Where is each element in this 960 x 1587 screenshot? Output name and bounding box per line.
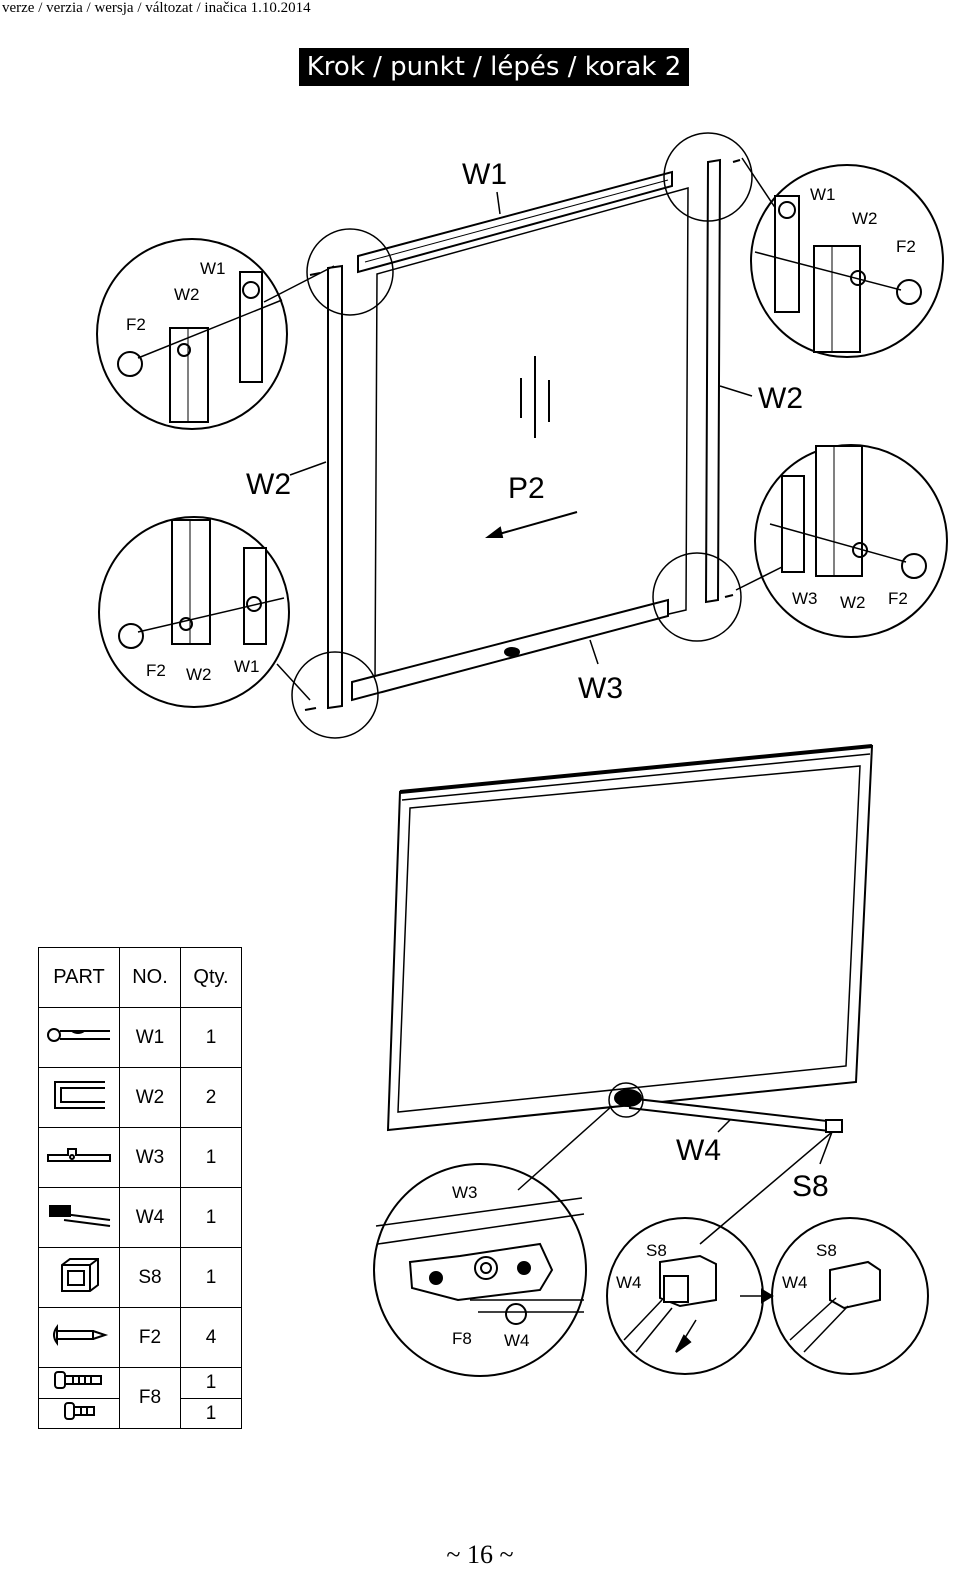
- detail-endcap2-s8: S8: [816, 1241, 837, 1260]
- label-w2-left: W2: [246, 468, 291, 501]
- header-qty: Qty.: [180, 947, 242, 1008]
- part-qty-s8: 1: [180, 1247, 242, 1308]
- right-upright-w2: [704, 158, 722, 604]
- part-qty-w4: 1: [180, 1187, 242, 1248]
- part-no-w3: W3: [119, 1127, 181, 1188]
- table-row: W3 1: [38, 1127, 242, 1188]
- part-no-f8: F8: [119, 1367, 181, 1429]
- part-qty-w2: 2: [180, 1067, 242, 1128]
- detail-tr-w2: W2: [852, 209, 878, 228]
- part-qty-f2: 4: [180, 1307, 242, 1368]
- detail-br-w3: W3: [792, 589, 818, 608]
- detail-bracket-f8: F8: [452, 1329, 472, 1348]
- detail-endcap1-s8: S8: [646, 1241, 667, 1260]
- lower-frame-inner: [397, 765, 861, 1113]
- part-no-w4: W4: [119, 1187, 181, 1248]
- part-qty-w3: 1: [180, 1127, 242, 1188]
- detail-top-left: [96, 238, 288, 430]
- detail-br-f2: F2: [888, 589, 908, 608]
- table-row: W2 2: [38, 1067, 242, 1128]
- short-screw-icon: [38, 1398, 120, 1429]
- wrench-hook-icon: [38, 1007, 120, 1068]
- detail-br-w2: W2: [840, 593, 866, 612]
- detail-bl-f2: F2: [146, 661, 166, 680]
- part-qty-f8-short: 1: [180, 1398, 242, 1429]
- part-qty-f8-long: 1: [180, 1367, 242, 1399]
- left-upright-w2: [327, 264, 343, 710]
- part-no-f2: F2: [119, 1307, 181, 1368]
- table-row: F8 1: [38, 1367, 242, 1429]
- end-cap-icon: [38, 1247, 120, 1308]
- table-header-row: PART NO. Qty.: [38, 947, 242, 1008]
- header-no: NO.: [119, 947, 181, 1008]
- table-row: F2 4: [38, 1307, 242, 1368]
- detail-bracket-w4: W4: [504, 1331, 530, 1350]
- detail-bracket: [373, 1163, 587, 1377]
- detail-endcap1-w4: W4: [616, 1273, 642, 1292]
- detail-endcap2-w4: W4: [782, 1273, 808, 1292]
- detail-tr-f2: F2: [896, 237, 916, 256]
- detail-tl-f2: F2: [126, 315, 146, 334]
- table-row: S8 1: [38, 1247, 242, 1308]
- detail-bl-w2: W2: [186, 665, 212, 684]
- screw-icon: [38, 1307, 120, 1368]
- table-row: W4 1: [38, 1187, 242, 1248]
- detail-bracket-w3: W3: [452, 1183, 478, 1202]
- step-title: Krok / punkt / lépés / korak 2: [299, 48, 689, 86]
- part-no-w2: W2: [119, 1067, 181, 1128]
- detail-tr-w1: W1: [810, 185, 836, 204]
- label-p2: P2: [508, 472, 545, 505]
- table-row: W1 1: [38, 1007, 242, 1068]
- detail-tl-w1: W1: [200, 259, 226, 278]
- bottom-rail-icon: [38, 1127, 120, 1188]
- table-row: 1: [38, 1398, 242, 1429]
- part-qty-w1: 1: [180, 1007, 242, 1068]
- bracket-arm-w4: [626, 1096, 840, 1134]
- label-w1-top: W1: [462, 158, 507, 191]
- page-number: ~ 16 ~: [446, 1540, 514, 1569]
- label-w3-bottom: W3: [578, 672, 623, 705]
- long-screw-icon: [38, 1367, 120, 1399]
- detail-tl-w2: W2: [174, 285, 200, 304]
- bracket-arm-icon: [38, 1187, 120, 1248]
- label-w2-right: W2: [758, 382, 803, 415]
- u-channel-icon: [38, 1067, 120, 1128]
- header-text: verze / verzia / wersja / változat / ina…: [2, 0, 311, 16]
- detail-top-right: [750, 164, 944, 358]
- part-no-s8: S8: [119, 1247, 181, 1308]
- detail-bl-w1: W1: [234, 657, 260, 676]
- detail-bottom-left: [98, 516, 290, 708]
- top-rail-w1: [357, 170, 673, 274]
- label-w4: W4: [676, 1134, 721, 1167]
- parts-table: PART NO. Qty. W1 1 W2 2 W3 1 W4 1 S8: [38, 947, 242, 1429]
- label-s8: S8: [792, 1170, 829, 1203]
- part-no-w1: W1: [119, 1007, 181, 1068]
- header-part: PART: [38, 947, 120, 1008]
- glass-panel: [374, 187, 689, 683]
